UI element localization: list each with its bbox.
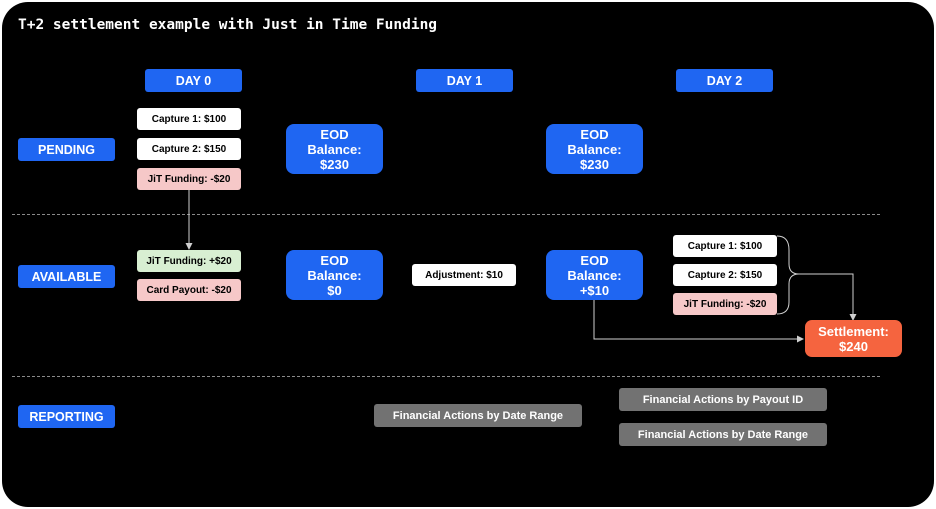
day-1-header: DAY 1 <box>416 69 513 92</box>
report-date-range-day1: Financial Actions by Date Range <box>374 404 582 427</box>
available-jit-funding: JiT Funding: +$20 <box>137 250 241 272</box>
captures-bracket <box>776 235 800 315</box>
row-label-pending: PENDING <box>18 138 115 161</box>
available-eod-balance-day1: EOD Balance: $0 <box>286 250 383 300</box>
available-adjustment: Adjustment: $10 <box>412 264 516 286</box>
pending-capture-2: Capture 2: $150 <box>137 138 241 160</box>
report-date-range-day2: Financial Actions by Date Range <box>619 423 827 446</box>
report-payout-id-day2: Financial Actions by Payout ID <box>619 388 827 411</box>
balance-to-settlement-arrow <box>593 299 804 343</box>
available-capture-1: Capture 1: $100 <box>673 235 777 257</box>
captures-to-settlement-arrow <box>799 273 857 321</box>
available-jit-funding-day2: JiT Funding: -$20 <box>673 293 777 315</box>
pending-eod-balance-day2: EOD Balance: $230 <box>546 124 643 174</box>
row-label-available: AVAILABLE <box>18 265 115 288</box>
pending-eod-balance-day1: EOD Balance: $230 <box>286 124 383 174</box>
settlement-box: Settlement: $240 <box>805 320 902 357</box>
diagram-title: T+2 settlement example with Just in Time… <box>18 17 438 33</box>
available-card-payout: Card Payout: -$20 <box>137 279 241 301</box>
day-2-header: DAY 2 <box>676 69 773 92</box>
available-eod-balance-day2: EOD Balance: +$10 <box>546 250 643 300</box>
row-divider-2 <box>12 376 880 377</box>
available-capture-2: Capture 2: $150 <box>673 264 777 286</box>
pending-capture-1: Capture 1: $100 <box>137 108 241 130</box>
row-label-reporting: REPORTING <box>18 405 115 428</box>
day-0-header: DAY 0 <box>145 69 242 92</box>
row-divider-1 <box>12 214 880 215</box>
pending-jit-funding: JiT Funding: -$20 <box>137 168 241 190</box>
